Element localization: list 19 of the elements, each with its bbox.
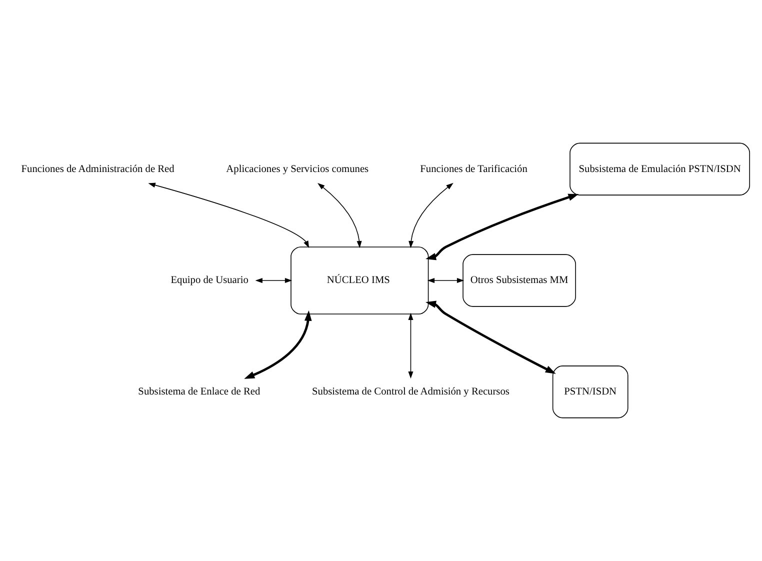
arrow [244,310,312,379]
arrow [408,182,454,248]
node-text: Aplicaciones y Servicios comunes [226,164,369,175]
arrow [408,312,414,379]
arrow [318,183,362,248]
node-text: Subsistema de Enlace de Red [138,386,260,398]
node-text: Subsistema de Control de Admisión y Recursos [312,386,510,398]
arrow [427,278,464,284]
arrow [426,194,579,260]
node-box: Otros Subsistemas MM [462,254,576,307]
arrow [148,182,310,248]
arrow [426,300,556,374]
node-box: Subsistema de Emulación PSTN/ISDN [570,142,750,196]
node-text: Equipo de Usuario [170,275,248,286]
node-text: Funciones de Tarificación [420,164,528,175]
arrow [255,278,292,284]
node-box: NÚCLEO IMS [290,246,429,314]
node-text: Funciones de Administración de Red [21,164,174,175]
node-box: PSTN/ISDN [552,366,628,418]
